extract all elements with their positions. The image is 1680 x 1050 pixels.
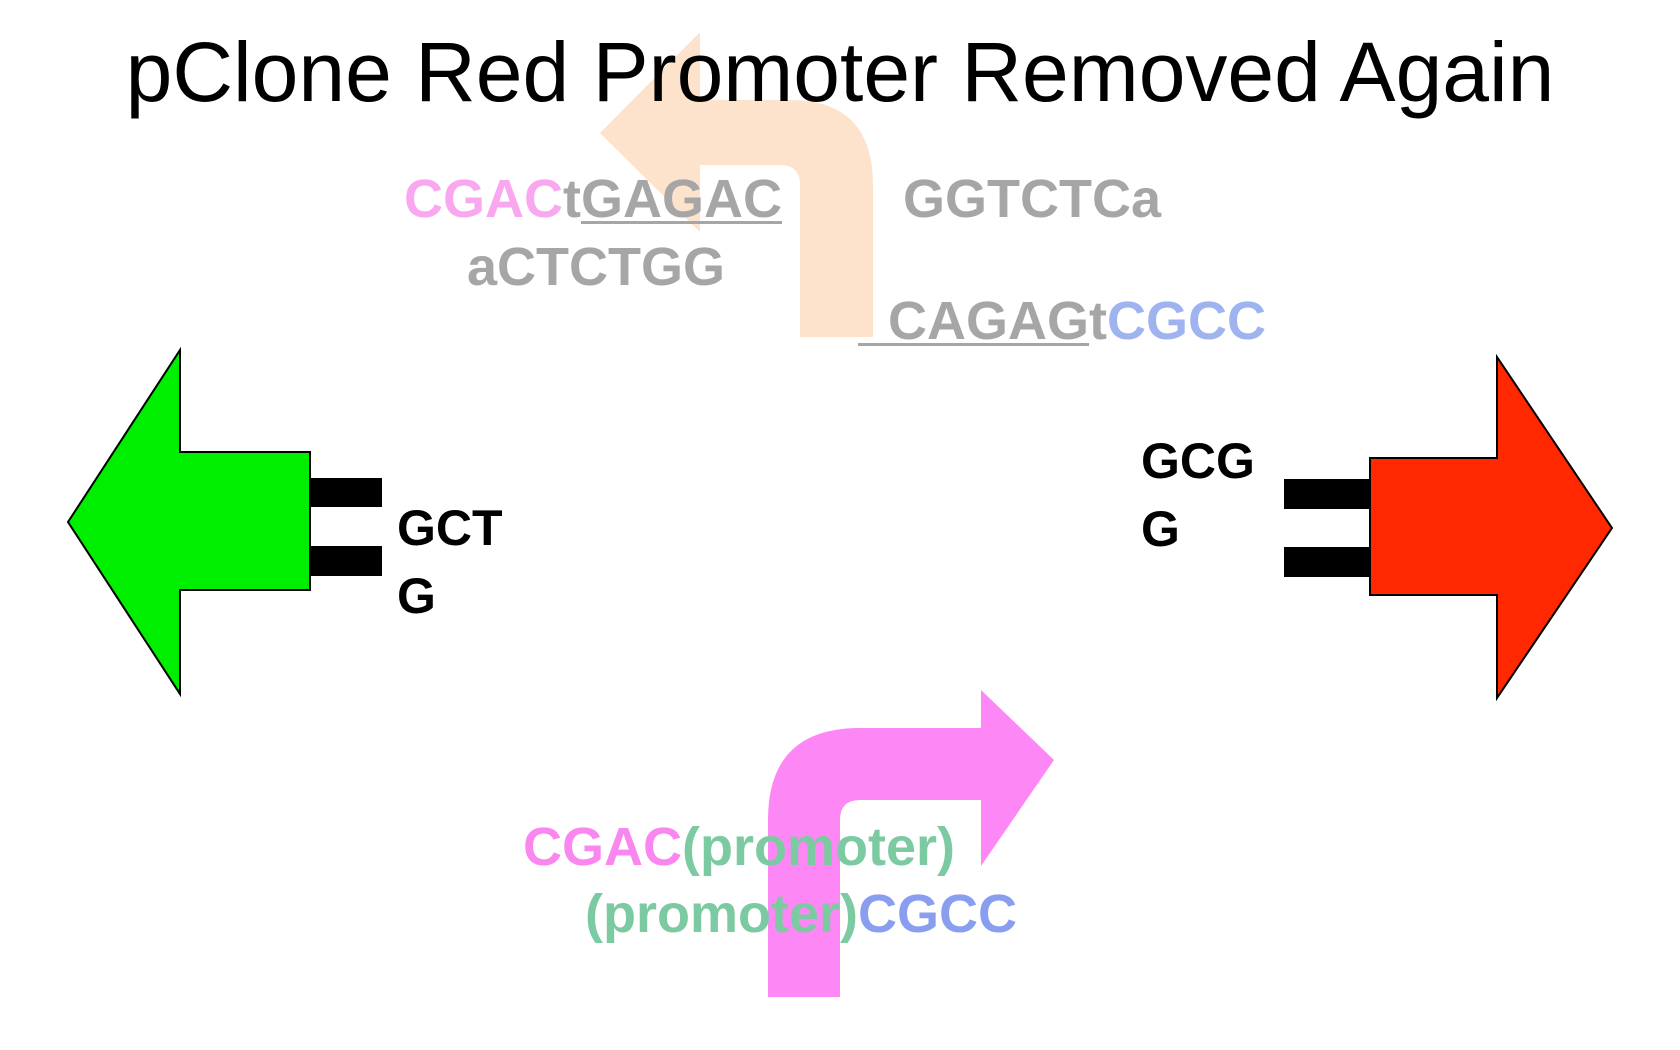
- slide-title: pClone Red Promoter Removed Again: [125, 25, 1555, 119]
- promoter-bottom-overhang: CGCC: [857, 884, 1017, 944]
- green-gene-connector-bottom: [310, 546, 382, 576]
- removed-bottom-prefix: [858, 291, 888, 351]
- faded-promoter-arrow-icon: [600, 32, 873, 337]
- green-gene-arrow-icon: [66, 346, 311, 698]
- promoter-bottom-strand: (promoter)CGCC: [585, 887, 1017, 941]
- promoter-top-overhang: CGAC: [523, 817, 682, 877]
- removed-site-bottom-strand-left: aCTCTGG: [467, 240, 725, 294]
- removed-top-linker: t: [563, 169, 581, 229]
- removed-bottom-overhang: CGCC: [1107, 291, 1267, 351]
- removed-top-overhang: CGAC: [404, 169, 563, 229]
- red-gene-connector-top: [1284, 479, 1370, 509]
- promoter-top-label: (promoter): [682, 817, 955, 877]
- left-gene-overhang-top: GCT: [397, 500, 503, 556]
- red-gene-arrow-icon: [1369, 353, 1614, 702]
- left-gene-overhang-bottom: G: [397, 568, 436, 624]
- promoter-top-strand: CGAC(promoter): [523, 820, 955, 874]
- removed-site-top-strand: CGACtGAGAC: [404, 172, 782, 226]
- promoter-arrow-icon: [768, 690, 1054, 997]
- removed-bottom-linker: t: [1089, 291, 1108, 351]
- red-gene-connector-bottom: [1284, 547, 1370, 577]
- removed-site-top-strand-right: GGTCTCa: [903, 172, 1161, 226]
- removed-bottom-left: aCTCTGG: [467, 237, 726, 297]
- right-gene-overhang-bottom: G: [1141, 501, 1180, 557]
- promoter-bottom-label: (promoter): [585, 884, 858, 944]
- right-gene-overhang-top: GCG: [1141, 433, 1255, 489]
- removed-top-bsai-right: GGTCTCa: [903, 169, 1162, 229]
- removed-top-bsai-left: GAGAC: [580, 169, 782, 229]
- removed-bottom-bsai: CAGAG: [888, 291, 1090, 351]
- green-gene-connector-top: [310, 478, 382, 507]
- removed-site-bottom-strand-right: CAGAGtCGCC: [798, 240, 1266, 402]
